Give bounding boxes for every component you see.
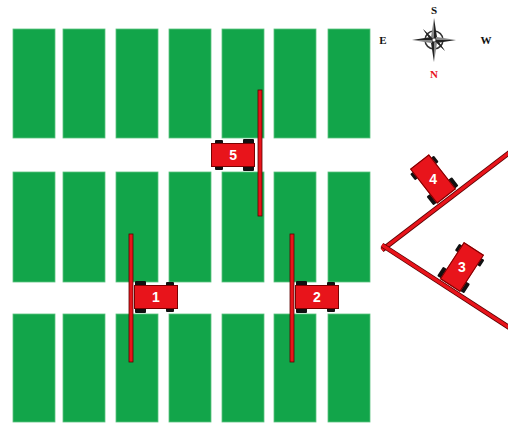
crop-bed — [222, 314, 264, 422]
crop-bed — [13, 172, 55, 282]
tractor-wheels — [135, 139, 485, 313]
callout-number: 4 — [429, 172, 437, 186]
crop-bed — [63, 29, 105, 138]
compass-letter: E — [379, 35, 386, 46]
crop-bed — [169, 172, 211, 282]
crop-bed — [328, 29, 370, 138]
implement-bars — [129, 90, 508, 362]
tractor-body: 1 — [134, 285, 178, 309]
implement-bar — [382, 245, 508, 328]
crop-beds — [13, 29, 370, 422]
crop-bed — [116, 314, 158, 422]
crop-bed — [116, 29, 158, 138]
callout-number: 2 — [313, 290, 321, 304]
crop-bed — [13, 314, 55, 422]
implement-bar — [290, 234, 294, 362]
crop-bed — [116, 172, 158, 282]
callout-number: 5 — [229, 148, 237, 162]
implement-bar-outline — [382, 152, 508, 250]
crop-bed — [169, 29, 211, 138]
crop-bed — [13, 29, 55, 138]
compass-letter: W — [481, 35, 492, 46]
crop-bed — [63, 172, 105, 282]
tractor-body: 2 — [295, 285, 339, 309]
crop-bed — [63, 314, 105, 422]
compass-rose — [412, 18, 456, 62]
implement-bar — [258, 90, 262, 216]
implement-bar-outline — [382, 245, 508, 328]
implement-bar — [129, 234, 133, 362]
implement-bar — [382, 152, 508, 250]
crop-bed — [328, 314, 370, 422]
compass-center — [432, 38, 436, 42]
callout-number: 3 — [458, 260, 466, 274]
callout-number: 1 — [152, 290, 160, 304]
tractor-wheelset — [409, 155, 458, 205]
crop-bed — [274, 314, 316, 422]
crop-bed — [169, 314, 211, 422]
crop-bed — [274, 29, 316, 138]
crop-bed — [274, 172, 316, 282]
crop-bed — [328, 172, 370, 282]
compass-letter: N — [430, 69, 438, 80]
tractor-body: 5 — [211, 143, 255, 167]
compass-letter: S — [431, 5, 437, 16]
compass-points — [412, 18, 456, 62]
